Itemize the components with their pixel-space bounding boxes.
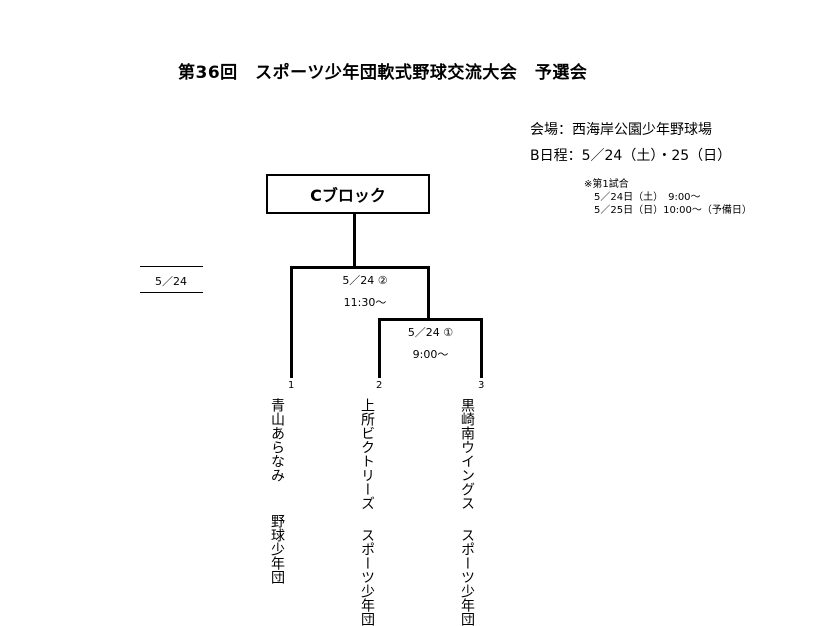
team-2-name-line-1: 上所ビクトリーズ xyxy=(359,398,375,510)
team-3-seed: 3 xyxy=(478,380,485,391)
team-3-name: 黒崎南ウイングス スポーツ少年団 xyxy=(456,398,478,626)
match-final-time: 11:30～ xyxy=(343,296,387,309)
block-name-box: Cブロック xyxy=(266,174,430,214)
team-1-seed: 1 xyxy=(288,380,295,391)
side-date: 5／24 xyxy=(155,275,187,288)
venue-info: 会場：西海岸公園少年野球場 B日程：5／24（土）・25（日） xyxy=(530,117,731,169)
match-semi-date: 5／24 ① xyxy=(407,326,454,339)
match-semi-label: 5／24 ① 9:00～ xyxy=(388,322,473,366)
bracket-stem xyxy=(353,214,356,268)
bracket-semi-stem xyxy=(427,266,430,321)
team-2-name-line-2: スポーツ少年団 xyxy=(359,528,375,626)
team-3-name-line-1: 黒崎南ウイングス xyxy=(459,398,475,510)
venue-place: 会場：西海岸公園少年野球場 xyxy=(530,122,712,138)
team-2-name: 上所ビクトリーズ スポーツ少年団 xyxy=(356,398,378,626)
note-line-2: 5／25日（日）10:00～（予備日） xyxy=(594,205,752,216)
bracket-line-team-2 xyxy=(378,318,381,378)
team-1-name-line-2: 野球少年団 xyxy=(269,514,285,585)
first-match-note: ※第1試合 5／24日（土） 9:00～ 5／25日（日）10:00～（予備日） xyxy=(584,178,752,217)
note-heading: ※第1試合 xyxy=(584,179,629,190)
team-1-name: 青山あらなみ 野球少年団 xyxy=(266,398,288,584)
bracket-final-bar xyxy=(290,266,430,269)
bracket-semi-bar xyxy=(378,318,483,321)
bracket-line-team-3 xyxy=(480,318,483,378)
side-date-bottom-line xyxy=(140,292,203,293)
team-1-name-line-1: 青山あらなみ xyxy=(269,398,285,482)
page-title: 第36回 スポーツ少年団軟式野球交流大会 予選会 xyxy=(178,63,588,83)
block-name: Cブロック xyxy=(310,186,386,205)
match-semi-time: 9:00～ xyxy=(412,348,449,361)
note-line-1: 5／24日（土） 9:00～ xyxy=(594,192,701,203)
match-final-label: 5／24 ② 11:30～ xyxy=(320,270,410,314)
bracket-line-team-1 xyxy=(290,266,293,378)
team-3-name-line-2: スポーツ少年団 xyxy=(459,528,475,626)
team-2-seed: 2 xyxy=(376,380,383,391)
side-date-top-line xyxy=(140,266,203,267)
venue-schedule: B日程：5／24（土）・25（日） xyxy=(530,148,732,164)
match-final-date: 5／24 ② xyxy=(342,274,388,287)
